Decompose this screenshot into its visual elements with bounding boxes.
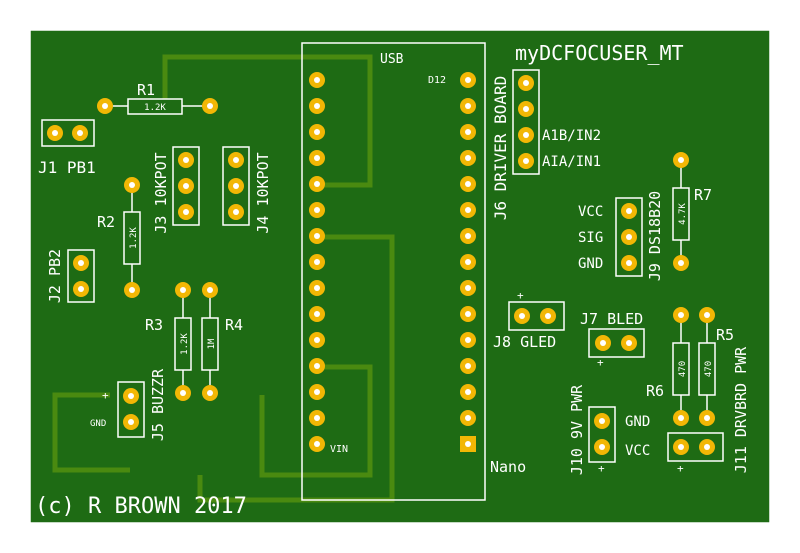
nano-right-pin-hole: [465, 259, 471, 265]
j1-label: J1 PB1: [38, 158, 96, 177]
j5-label: J5 BUZZR: [149, 368, 167, 441]
j6-a1b-label: A1B/IN2: [542, 128, 601, 144]
connector-j1[interactable]: J1 PB1: [38, 119, 96, 177]
r7-ref: R7: [694, 186, 712, 204]
j7-label: J7 BLED: [580, 310, 643, 328]
r6-ref: R6: [646, 382, 664, 400]
nano-left-pin-hole: [314, 129, 320, 135]
nano-label: Nano: [490, 458, 526, 476]
connector-j3[interactable]: J3 10KPOT: [152, 146, 200, 234]
r4-value: 1M: [207, 338, 217, 349]
j11-label: J11 DRVBRD PWR: [732, 346, 750, 473]
r2-ref: R2: [97, 213, 115, 231]
r7-value: 4.7K: [678, 203, 688, 225]
connector-j2[interactable]: J2 PB2: [46, 249, 95, 303]
nano-left-pin-hole: [314, 363, 320, 369]
nano-right-pin-hole: [465, 415, 471, 421]
resistor-r1[interactable]: 1.2K R1: [97, 81, 218, 115]
j3-label: J3 10KPOT: [152, 152, 170, 233]
d12-label: D12: [428, 75, 446, 86]
j2-label: J2 PB2: [46, 249, 64, 303]
board-title: myDCFOCUSER_MT: [515, 41, 684, 65]
nano-left-pin-hole: [314, 389, 320, 395]
j5-gnd: GND: [90, 419, 106, 429]
nano-right-pin-hole: [465, 285, 471, 291]
j6-aia-label: AIA/IN1: [542, 154, 601, 170]
nano-left-pin-hole: [314, 103, 320, 109]
nano-right-pin-hole: [465, 233, 471, 239]
nano-right-pin-hole: [465, 207, 471, 213]
resistor-r2[interactable]: 1.2K R2: [97, 177, 141, 298]
r1-ref: R1: [137, 81, 155, 99]
nano-left-pin-hole: [314, 311, 320, 317]
vin-label: VIN: [330, 444, 348, 455]
resistor-r6[interactable]: 470 R6: [646, 307, 690, 426]
j10-plus: +: [598, 462, 605, 475]
r2-value: 1.2K: [129, 227, 139, 249]
j10-vcc-label: VCC: [625, 443, 650, 459]
nano-left-pin-hole: [314, 207, 320, 213]
resistor-r4[interactable]: 1M R4: [201, 282, 243, 401]
nano-right-pin-hole: [465, 181, 471, 187]
j8-label: J8 GLED: [493, 333, 556, 351]
nano-left-pin-hole: [314, 77, 320, 83]
j4-label: J4 10KPOT: [254, 152, 272, 233]
r4-ref: R4: [225, 316, 243, 334]
j9-vcc-label: VCC: [578, 204, 603, 220]
j8-plus: +: [517, 289, 524, 302]
connector-j7[interactable]: + J7 BLED: [580, 310, 645, 369]
nano-left-pin-hole: [314, 259, 320, 265]
nano-right-pins: [460, 72, 476, 452]
j9-label: J9 DS18B20: [646, 191, 664, 281]
j10-label: J10 9V PWR: [568, 384, 586, 475]
nano-right-pin-hole: [465, 363, 471, 369]
resistor-r7[interactable]: 4.7K R7: [672, 152, 712, 271]
copyright-label: (c) R BROWN 2017: [35, 494, 247, 519]
r3-value: 1.2K: [180, 333, 190, 355]
nano-right-pin-hole: [465, 337, 471, 343]
nano-left-pin-hole: [314, 155, 320, 161]
nano-outline: [301, 42, 486, 501]
nano-left-pin-hole: [314, 337, 320, 343]
nano-right-pin-hole: [465, 103, 471, 109]
nano-right-pin-hole: [465, 129, 471, 135]
nano-right-pin-hole: [465, 441, 471, 447]
r5-ref: R5: [716, 326, 734, 344]
connector-j10[interactable]: + GND VCC J10 9V PWR: [568, 384, 650, 475]
board-edge: [29, 29, 771, 524]
resistor-r5[interactable]: 470 R5: [698, 307, 734, 426]
nano-right-pin-hole: [465, 155, 471, 161]
r6-value: 470: [678, 361, 688, 377]
connector-j4[interactable]: J4 10KPOT: [222, 146, 272, 234]
connector-j8[interactable]: + J8 GLED: [493, 289, 565, 351]
connector-j9[interactable]: VCC SIG GND J9 DS18B20: [578, 191, 664, 281]
connector-j11[interactable]: + J11 DRVBRD PWR: [667, 346, 750, 475]
nano-right-pin-hole: [465, 77, 471, 83]
j10-gnd-label: GND: [625, 414, 650, 430]
nano-left-pin-hole: [314, 233, 320, 239]
connector-j5[interactable]: + GND J5 BUZZR: [90, 368, 167, 441]
nano-left-pin-hole: [314, 441, 320, 447]
j9-sig-label: SIG: [578, 230, 603, 246]
r5-value: 470: [704, 361, 714, 377]
j5-plus: +: [102, 389, 109, 402]
nano-right-pin-hole: [465, 311, 471, 317]
j7-plus: +: [597, 356, 604, 369]
r1-value: 1.2K: [144, 103, 166, 113]
r3-ref: R3: [145, 316, 163, 334]
j6-label: J6 DRIVER BOARD: [491, 76, 510, 221]
nano-right-pin-hole: [465, 389, 471, 395]
usb-label: USB: [380, 52, 404, 67]
nano-left-pin-hole: [314, 415, 320, 421]
nano-left-pins: [309, 72, 325, 452]
resistor-r3[interactable]: 1.2K R3: [145, 282, 192, 401]
nano-left-pin-hole: [314, 285, 320, 291]
j9-gnd-label: GND: [578, 256, 603, 272]
nano-left-pin-hole: [314, 181, 320, 187]
j11-plus: +: [677, 462, 684, 475]
connector-j6[interactable]: A1B/IN2 AIA/IN1 J6 DRIVER BOARD: [491, 69, 601, 221]
